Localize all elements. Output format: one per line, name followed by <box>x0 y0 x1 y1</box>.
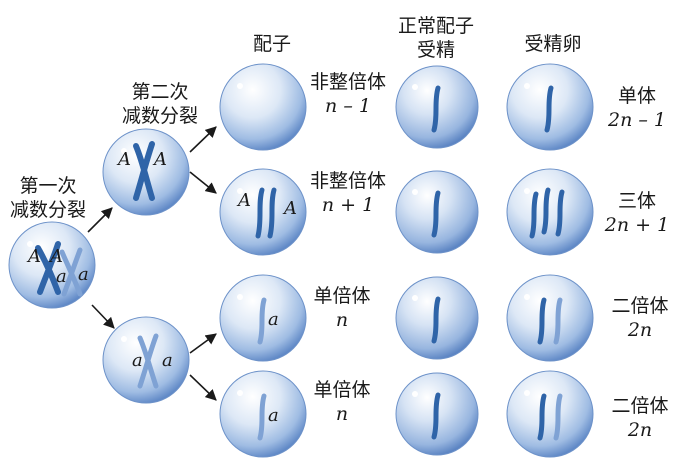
gamete-cell-2: A A <box>219 168 307 256</box>
result-formula-4: 2n <box>627 419 652 441</box>
zygote-4 <box>506 370 594 458</box>
result-3: 二倍体 <box>611 295 668 317</box>
meiosis2-label-line2: 减数分裂 <box>122 105 198 127</box>
gamete-type-2: 非整倍体 <box>310 170 386 192</box>
parent-cell: A A a a <box>8 221 96 309</box>
gamete-type-1: 非整倍体 <box>310 71 386 93</box>
arrow-to-lower-daughter <box>91 304 115 329</box>
meiosis1-label-line1: 第一次 <box>19 175 76 197</box>
chromosome-a-2 <box>61 247 83 297</box>
allele-A-gamete-right: A <box>282 198 297 219</box>
result-1: 单体 <box>618 85 656 107</box>
chromosome-A-2 <box>37 241 61 295</box>
header-normal-gamete: 正常配子 <box>398 15 474 37</box>
allele-a-lower-left: a <box>132 350 143 371</box>
header-gamete: 配子 <box>253 33 291 55</box>
chromosome-A-6 <box>267 187 277 239</box>
zygote-1 <box>506 63 594 151</box>
chromosome-A-4 <box>133 141 155 201</box>
gamete-formula-3: n <box>336 309 348 331</box>
meiosis1-label-line2: 减数分裂 <box>10 199 86 221</box>
allele-A-gamete-left: A <box>236 190 251 211</box>
allele-A-upper-left: A <box>116 149 131 170</box>
header-fertilize: 受精 <box>417 39 455 61</box>
allele-a-lower-right: a <box>162 350 173 371</box>
chromosome-a-6 <box>257 393 267 441</box>
chromosome-a-4 <box>137 333 159 389</box>
daughter-cell-upper: A A <box>102 128 190 216</box>
arrow-to-upper-daughter <box>87 207 113 233</box>
allele-a-gamete-3: a <box>268 309 279 330</box>
result-formula-3: 2n <box>627 319 652 341</box>
header-zygote: 受精卵 <box>524 33 581 55</box>
allele-A-left: A <box>26 246 41 267</box>
allele-a-gamete-4: a <box>268 405 279 426</box>
arrow-to-gamete-4 <box>189 374 217 401</box>
allele-A-right: A <box>48 246 63 267</box>
chromosome-A-5 <box>255 187 265 239</box>
daughter-cell-lower: a a <box>102 316 190 404</box>
allele-a-right: a <box>78 264 89 285</box>
gamete-cell-4: a <box>219 370 307 458</box>
result-2: 三体 <box>618 190 656 212</box>
allele-A-upper-right: A <box>152 149 167 170</box>
normal-gamete-1 <box>395 65 479 149</box>
gamete-cell-3: a <box>219 274 307 362</box>
zygote-3 <box>506 274 594 362</box>
chromosome-a-5 <box>257 297 267 345</box>
gamete-cell-1 <box>219 63 307 151</box>
meiosis2-label-line1: 第二次 <box>131 81 188 103</box>
result-formula-1: 2n – 1 <box>607 109 666 131</box>
result-4: 二倍体 <box>611 395 668 417</box>
arrow-to-gamete-3 <box>189 333 217 354</box>
arrow-to-gamete-2 <box>189 171 217 194</box>
gamete-formula-2: n + 1 <box>322 194 374 216</box>
zygote-2 <box>506 168 594 256</box>
normal-gamete-2 <box>395 170 479 254</box>
gamete-formula-1: n – 1 <box>325 95 371 117</box>
allele-a-left: a <box>56 266 67 287</box>
normal-gamete-4 <box>395 372 479 456</box>
gamete-formula-4: n <box>336 403 348 425</box>
arrow-to-gamete-1 <box>189 126 217 153</box>
gamete-type-4: 单倍体 <box>313 379 370 401</box>
normal-gamete-3 <box>395 276 479 360</box>
gamete-type-3: 单倍体 <box>313 285 370 307</box>
result-formula-2: 2n + 1 <box>604 214 669 236</box>
